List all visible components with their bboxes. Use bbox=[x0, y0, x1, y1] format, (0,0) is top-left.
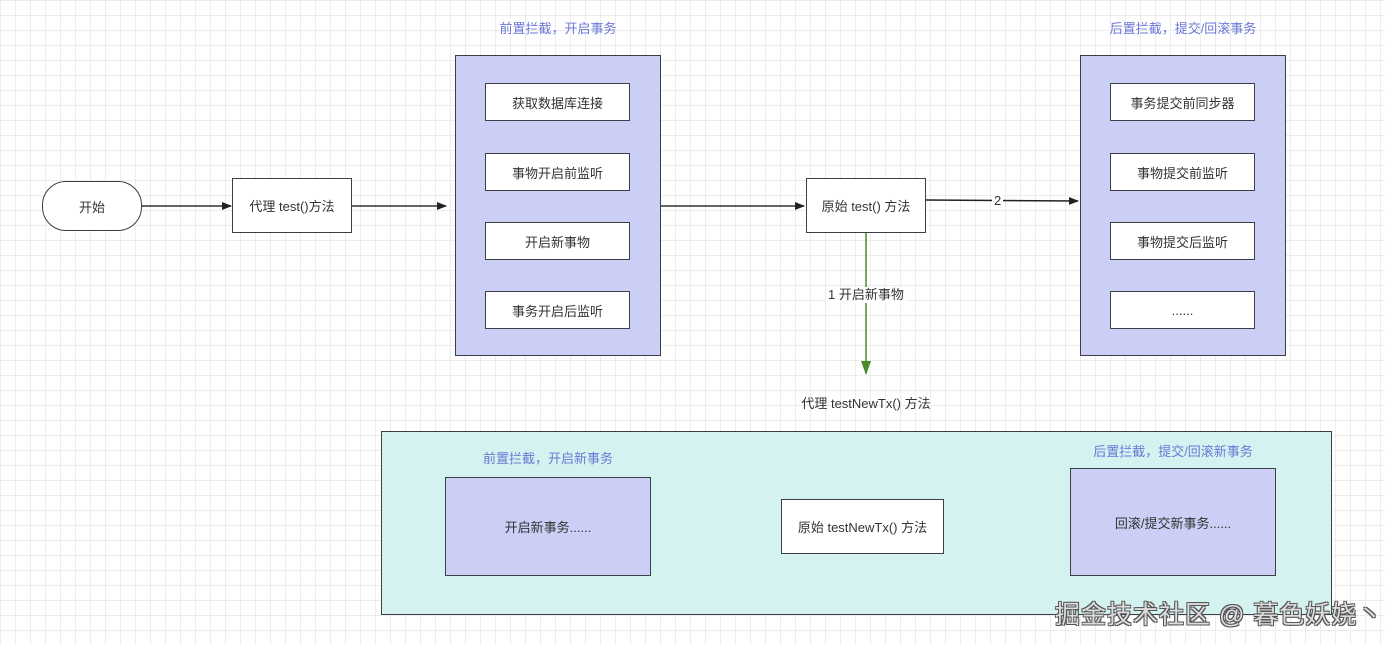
post-step-2[interactable]: 事物提交前监听 bbox=[1110, 153, 1255, 191]
nested-pre-label: 开启新事务...... bbox=[504, 520, 592, 535]
pre-step-4-label: 事务开启后监听 bbox=[511, 303, 603, 319]
post-step-4[interactable]: ...... bbox=[1110, 291, 1255, 329]
nested-post-caption: 后置拦截，提交/回滚新事务 bbox=[1093, 444, 1253, 459]
proxy-test-label: 代理 test()方法 bbox=[249, 199, 335, 214]
post-step-4-label: ...... bbox=[1171, 302, 1194, 318]
original-test-label: 原始 test() 方法 bbox=[821, 199, 911, 214]
post-intercept-caption: 后置拦截，提交/回滚事务 bbox=[1109, 21, 1257, 36]
post-step-1-label: 事务提交前同步器 bbox=[1130, 95, 1235, 111]
pre-step-2[interactable]: 事物开启前监听 bbox=[485, 153, 630, 191]
post-step-1[interactable]: 事务提交前同步器 bbox=[1110, 83, 1255, 121]
pre-step-1[interactable]: 获取数据库连接 bbox=[485, 83, 630, 121]
nested-post-label: 回滚/提交新事务...... bbox=[1114, 515, 1232, 531]
post-step-2-label: 事物提交前监听 bbox=[1136, 165, 1228, 181]
pre-step-4[interactable]: 事务开启后监听 bbox=[485, 291, 630, 329]
proxy-test-node[interactable]: 代理 test()方法 bbox=[232, 178, 352, 233]
start-node[interactable]: 开始 bbox=[42, 181, 142, 231]
post-step-3-label: 事物提交后监听 bbox=[1136, 234, 1228, 250]
proxy-new-tx-label: 代理 testNewTx() 方法 bbox=[801, 396, 931, 411]
nested-pre-node[interactable]: 开启新事务...... bbox=[445, 477, 651, 576]
pre-intercept-caption: 前置拦截，开启事务 bbox=[499, 21, 617, 36]
edge-label-new-tx: 1 开启新事物 bbox=[826, 287, 906, 303]
post-step-3[interactable]: 事物提交后监听 bbox=[1110, 222, 1255, 260]
pre-step-3[interactable]: 开启新事物 bbox=[485, 222, 630, 260]
start-label: 开始 bbox=[78, 199, 105, 215]
pre-step-2-label: 事物开启前监听 bbox=[511, 165, 603, 181]
edge-label-2: 2 bbox=[992, 193, 1004, 208]
original-test-node[interactable]: 原始 test() 方法 bbox=[806, 178, 926, 233]
pre-step-1-label: 获取数据库连接 bbox=[511, 95, 603, 111]
pre-step-3-label: 开启新事物 bbox=[524, 234, 590, 250]
nested-original-node[interactable]: 原始 testNewTx() 方法 bbox=[781, 499, 944, 554]
nested-post-node[interactable]: 回滚/提交新事务...... bbox=[1070, 468, 1276, 576]
green-arrowhead bbox=[861, 361, 871, 375]
watermark: 掘金技术社区 @ 暮色妖娆丶 bbox=[1055, 601, 1384, 629]
nested-pre-caption: 前置拦截，开启新事务 bbox=[482, 451, 613, 466]
nested-original-label: 原始 testNewTx() 方法 bbox=[797, 520, 928, 535]
